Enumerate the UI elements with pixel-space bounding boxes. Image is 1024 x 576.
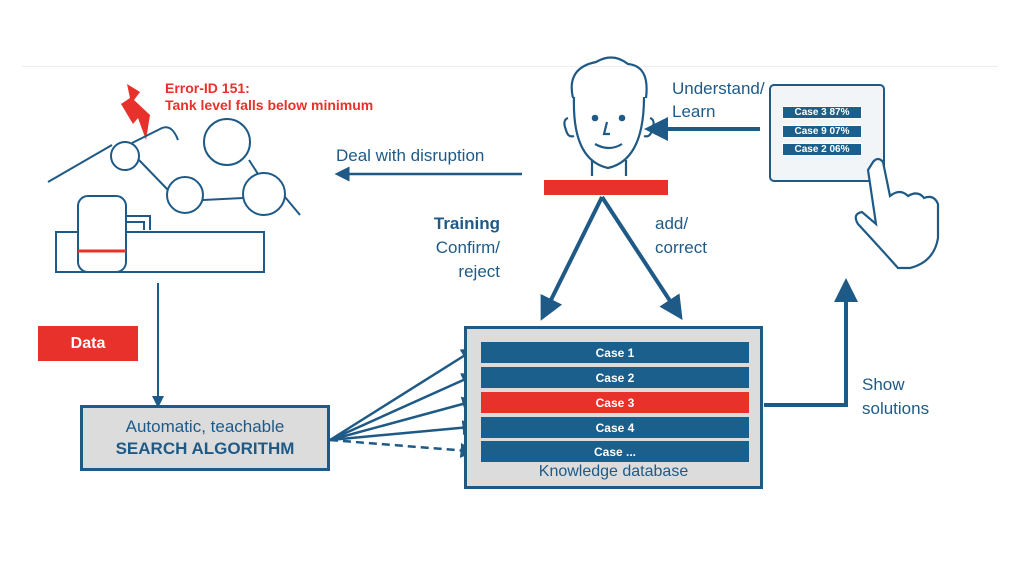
error-description-label: Tank level falls below minimum xyxy=(165,97,374,113)
add-label: add/ xyxy=(655,214,689,233)
tablet-row: Case 9 07% xyxy=(782,125,862,138)
tablet-row: Case 2 06% xyxy=(782,143,862,156)
training-label: Training xyxy=(433,214,500,233)
tablet-screen: Case 3 87% Case 9 07% Case 2 06% xyxy=(770,85,884,181)
person-shirt xyxy=(544,180,668,195)
tablet-row: Case 3 87% xyxy=(782,106,862,119)
understand-label: Understand/ xyxy=(672,79,765,98)
correct-label: correct xyxy=(655,238,707,257)
error-id-label: Error-ID 151: xyxy=(165,80,250,96)
search-algorithm-box: Automatic, teachable SEARCH ALGORITHM xyxy=(80,405,330,471)
search-line1: Automatic, teachable xyxy=(125,417,285,436)
knowledge-database-box: Case 1 Case 2 Case 3 Case 4 Case ... Kno… xyxy=(464,326,763,489)
hand-icon xyxy=(854,157,940,270)
confirm-label: Confirm/ xyxy=(435,238,500,257)
machine-icon xyxy=(47,118,301,273)
search-line2: SEARCH ALGORITHM xyxy=(115,439,295,458)
case-bar: Case 4 xyxy=(481,417,749,438)
case-bar-highlighted: Case 3 xyxy=(481,392,749,413)
show-label: Show xyxy=(862,375,905,394)
knowledge-database-title: Knowledge database xyxy=(538,463,689,480)
data-badge: Data xyxy=(38,326,138,361)
top-divider xyxy=(22,66,998,67)
lightning-icon xyxy=(121,84,150,140)
reject-label: reject xyxy=(458,262,500,281)
case-bar: Case ... xyxy=(481,441,749,462)
person-icon xyxy=(563,56,655,176)
deal-with-disruption-label: Deal with disruption xyxy=(336,146,485,165)
case-bar: Case 1 xyxy=(481,342,749,363)
solutions-label: solutions xyxy=(862,399,930,418)
case-bar: Case 2 xyxy=(481,367,749,388)
learn-label: Learn xyxy=(672,102,716,121)
